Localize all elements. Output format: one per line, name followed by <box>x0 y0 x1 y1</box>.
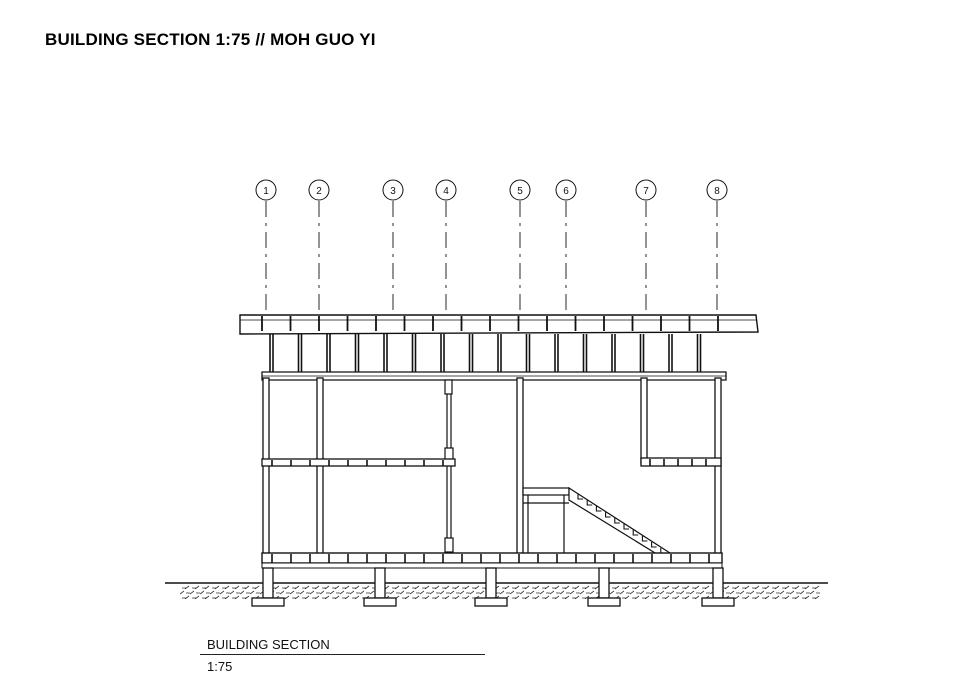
grid-label-8: 8 <box>714 186 720 197</box>
grid-label-6: 6 <box>563 186 569 197</box>
ground-floor <box>261 552 723 569</box>
grid-label-1: 1 <box>263 186 269 197</box>
caption-scale: 1:75 <box>207 659 233 674</box>
center-post <box>444 379 454 553</box>
grid-line-6: 6 <box>555 179 577 315</box>
grid-line-8: 8 <box>706 179 728 315</box>
upper-room <box>640 377 722 467</box>
grid-line-5: 5 <box>509 179 531 315</box>
grid-line-4: 4 <box>435 179 457 315</box>
grid-lines: 1 2 3 4 5 6 7 <box>255 179 728 315</box>
roof-truss <box>269 334 702 372</box>
grid-line-1: 1 <box>255 179 277 315</box>
grid-line-3: 3 <box>382 179 404 315</box>
ceiling-beam <box>261 371 727 381</box>
grid-label-4: 4 <box>443 186 449 197</box>
grid-label-2: 2 <box>316 186 322 197</box>
footings <box>251 567 735 607</box>
grid-label-3: 3 <box>390 186 396 197</box>
staircase <box>522 486 672 557</box>
caption-divider <box>200 654 485 655</box>
grid-line-2: 2 <box>308 179 330 315</box>
caption-title: BUILDING SECTION <box>207 637 330 652</box>
grid-label-7: 7 <box>643 186 649 197</box>
grid-line-7: 7 <box>635 179 657 315</box>
page-title: BUILDING SECTION 1:75 // MOH GUO YI <box>45 30 376 49</box>
columns <box>262 377 722 559</box>
roof <box>239 314 759 335</box>
mezzanine-floor <box>261 458 456 467</box>
grid-label-5: 5 <box>517 186 523 197</box>
